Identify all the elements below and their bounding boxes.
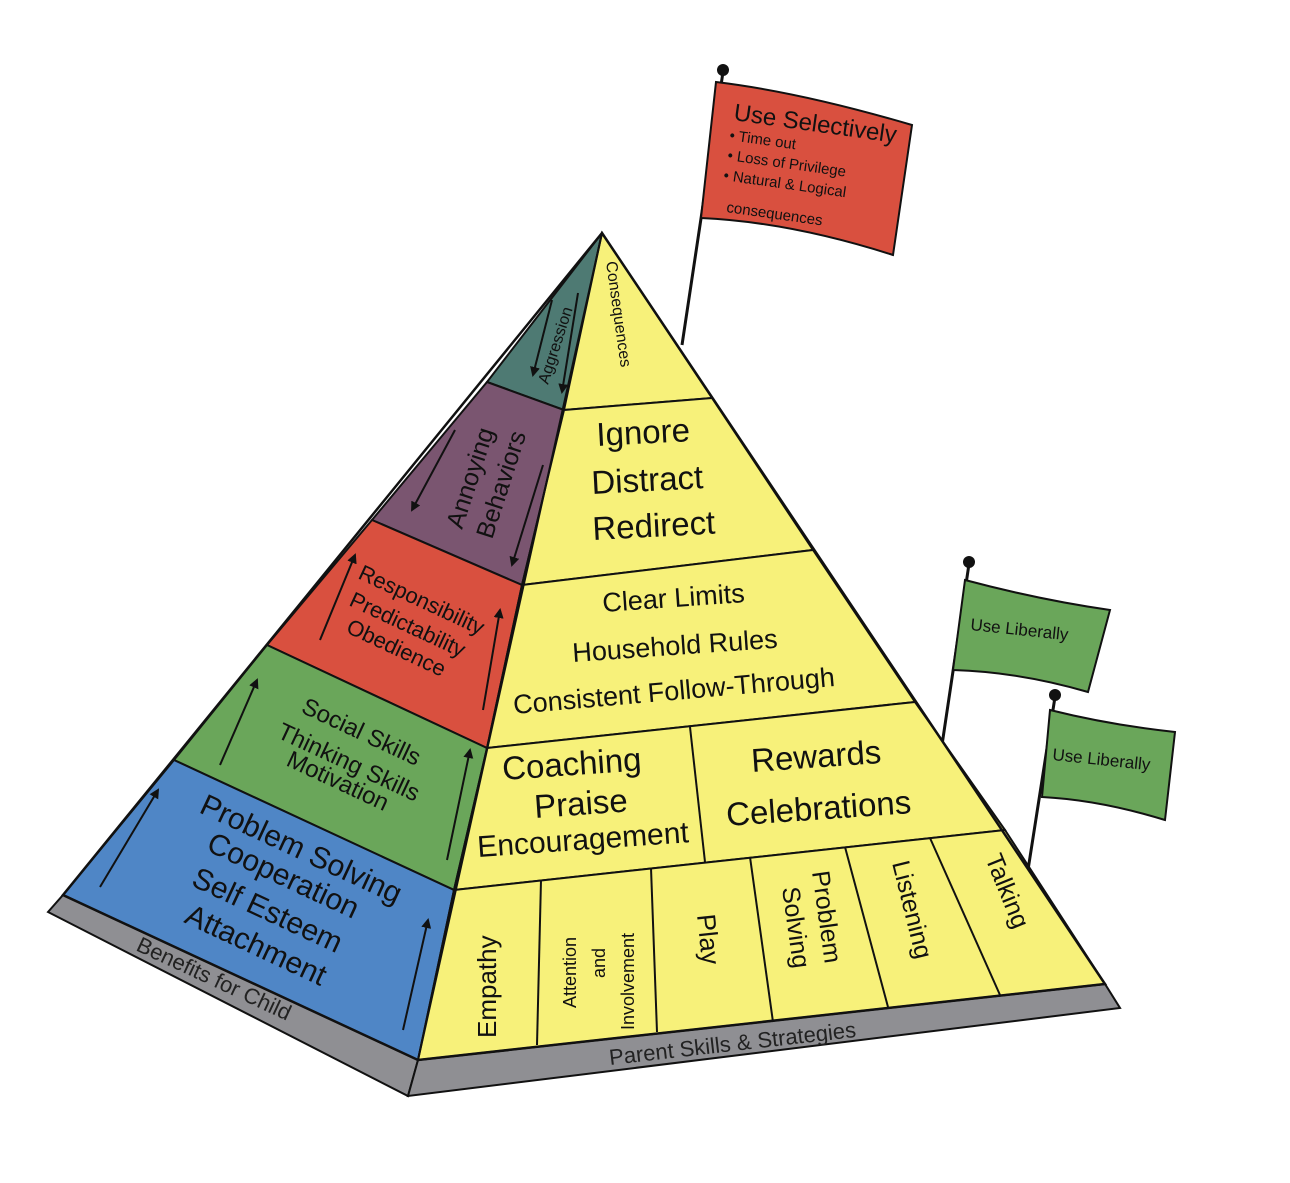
ignore-line-2: Distract: [590, 458, 704, 501]
attention-line-2: and: [589, 948, 609, 978]
problem-label: Problem Solving Cooperation Self Esteem …: [180, 788, 407, 992]
liberal-flag-1: Use Liberally: [940, 556, 1112, 746]
flag-liberal-1-cloth: [951, 578, 1112, 694]
ignore-label: Ignore Distract Redirect: [590, 411, 716, 547]
attention-line-1: Attention: [560, 937, 580, 1008]
ignore-line-1: Ignore: [595, 411, 690, 453]
ignore-line-3: Redirect: [591, 504, 716, 547]
coaching-line-2: Praise: [533, 782, 629, 825]
coaching-label: Coaching Praise Encouragement: [476, 740, 690, 864]
liberal-flag-2: Use Liberally: [1026, 689, 1177, 871]
selective-flag: Use Selectively • Time out • Loss of Pri…: [680, 64, 914, 346]
play-label: Play: [691, 912, 726, 965]
left-arrows: [99, 292, 579, 1031]
flag-selective-cloth: [699, 80, 914, 257]
flag-liberal-2-cloth: [1040, 708, 1177, 822]
attention-line-3: Involvement: [618, 933, 638, 1030]
empathy-label: Empathy: [472, 935, 502, 1038]
rewards-line-1: Rewards: [750, 733, 882, 779]
left-face: [61, 232, 603, 1062]
